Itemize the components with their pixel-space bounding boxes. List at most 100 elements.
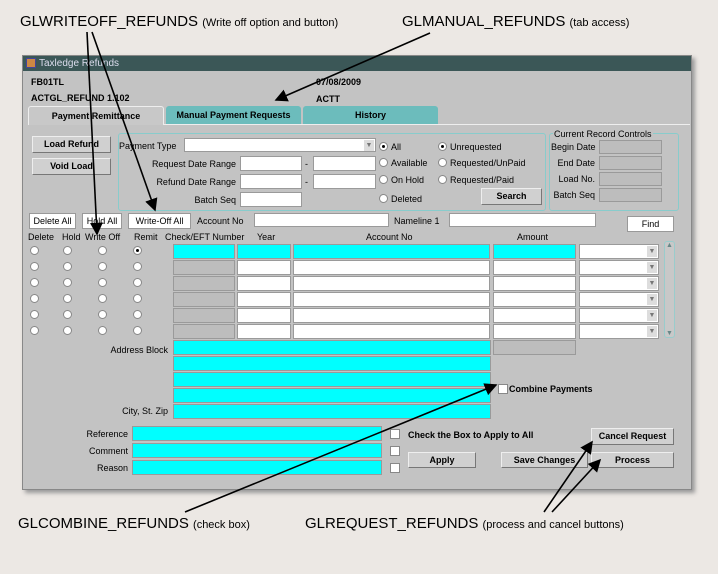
check-eft-cell[interactable] [173, 244, 235, 259]
write-off-radio[interactable] [98, 262, 107, 271]
nameline-input[interactable] [449, 213, 596, 227]
request-status-radio[interactable] [438, 142, 447, 151]
hold-radio[interactable] [63, 278, 72, 287]
range-dash: - [305, 177, 308, 187]
year-cell[interactable] [237, 276, 291, 291]
write-off-radio[interactable] [98, 246, 107, 255]
check-eft-cell[interactable] [173, 276, 235, 291]
tab-payment-remittance[interactable]: Payment Remittance [28, 106, 164, 125]
reference-input[interactable] [132, 426, 382, 441]
address-line-4[interactable] [173, 388, 491, 403]
check-eft-cell[interactable] [173, 308, 235, 323]
delete-all-button[interactable]: Delete All [29, 213, 76, 229]
batch-seq-input[interactable] [240, 192, 302, 207]
remit-radio[interactable] [133, 278, 142, 287]
row-type-select[interactable]: ▼ [579, 324, 659, 339]
combine-payments-checkbox[interactable] [498, 384, 508, 394]
apply-button[interactable]: Apply [408, 452, 476, 468]
grid-scrollbar[interactable]: ▲ ▼ [664, 241, 675, 338]
amount-cell[interactable] [493, 276, 576, 291]
request-status-radio[interactable] [438, 158, 447, 167]
address-line-2[interactable] [173, 356, 491, 371]
amount-cell[interactable] [493, 244, 576, 259]
delete-radio[interactable] [30, 326, 39, 335]
check-eft-cell[interactable] [173, 324, 235, 339]
scroll-up-icon[interactable]: ▲ [666, 242, 673, 249]
hold-radio[interactable] [63, 262, 72, 271]
status-radio[interactable] [379, 194, 388, 203]
year-cell[interactable] [237, 260, 291, 275]
refund-date-from-input[interactable] [240, 174, 302, 189]
amount-cell[interactable] [493, 292, 576, 307]
delete-radio[interactable] [30, 310, 39, 319]
remit-radio[interactable] [133, 310, 142, 319]
row-type-select[interactable]: ▼ [579, 292, 659, 307]
hold-radio[interactable] [63, 310, 72, 319]
process-button[interactable]: Process [591, 452, 674, 468]
delete-radio[interactable] [30, 262, 39, 271]
account-no-cell[interactable] [293, 260, 490, 275]
remit-radio[interactable] [133, 246, 142, 255]
write-off-radio[interactable] [98, 294, 107, 303]
comment-apply-checkbox[interactable] [390, 446, 400, 456]
account-no-cell[interactable] [293, 308, 490, 323]
remit-radio[interactable] [133, 294, 142, 303]
account-no-input[interactable] [254, 213, 389, 227]
reason-apply-checkbox[interactable] [390, 463, 400, 473]
year-cell[interactable] [237, 324, 291, 339]
delete-radio[interactable] [30, 294, 39, 303]
year-cell[interactable] [237, 244, 291, 259]
check-eft-cell[interactable] [173, 260, 235, 275]
address-line-1[interactable] [173, 340, 491, 355]
payment-type-select[interactable]: ▼ [184, 138, 376, 152]
tab-history[interactable]: History [303, 106, 438, 125]
city-input[interactable] [173, 404, 491, 419]
write-off-radio[interactable] [98, 278, 107, 287]
tab-manual-payment-requests[interactable]: Manual Payment Requests [166, 106, 301, 125]
remit-radio[interactable] [133, 262, 142, 271]
check-eft-cell[interactable] [173, 292, 235, 307]
find-button[interactable]: Find [627, 216, 674, 232]
save-changes-button[interactable]: Save Changes [501, 452, 588, 468]
account-no-cell[interactable] [293, 276, 490, 291]
row-type-select[interactable]: ▼ [579, 308, 659, 323]
request-date-from-input[interactable] [240, 156, 302, 171]
write-off-radio[interactable] [98, 310, 107, 319]
cancel-request-button[interactable]: Cancel Request [591, 428, 674, 445]
request-status-radio[interactable] [438, 175, 447, 184]
window-title: Taxledge Refunds [39, 58, 120, 69]
void-load-button[interactable]: Void Load [32, 158, 111, 175]
reference-apply-checkbox[interactable] [390, 429, 400, 439]
amount-cell[interactable] [493, 260, 576, 275]
write-off-radio[interactable] [98, 326, 107, 335]
load-refund-button[interactable]: Load Refund [32, 136, 111, 153]
status-radio[interactable] [379, 142, 388, 151]
account-no-cell[interactable] [293, 292, 490, 307]
account-no-cell[interactable] [293, 244, 490, 259]
row-type-select[interactable]: ▼ [579, 276, 659, 291]
amount-cell[interactable] [493, 308, 576, 323]
row-type-select[interactable]: ▼ [579, 260, 659, 275]
hold-radio[interactable] [63, 326, 72, 335]
search-button[interactable]: Search [481, 188, 542, 205]
address-line-3[interactable] [173, 372, 491, 387]
account-no-cell[interactable] [293, 324, 490, 339]
hold-radio[interactable] [63, 246, 72, 255]
hold-radio[interactable] [63, 294, 72, 303]
amount-cell[interactable] [493, 324, 576, 339]
delete-radio[interactable] [30, 246, 39, 255]
request-date-to-input[interactable] [313, 156, 376, 171]
status-radio[interactable] [379, 158, 388, 167]
year-cell[interactable] [237, 308, 291, 323]
delete-radio[interactable] [30, 278, 39, 287]
reason-input[interactable] [132, 460, 382, 475]
scroll-down-icon[interactable]: ▼ [666, 330, 673, 337]
year-cell[interactable] [237, 292, 291, 307]
write-off-all-button[interactable]: Write-Off All [128, 213, 191, 229]
status-radio[interactable] [379, 175, 388, 184]
remit-radio[interactable] [133, 326, 142, 335]
row-type-select[interactable]: ▼ [579, 244, 659, 259]
comment-input[interactable] [132, 443, 382, 458]
refund-date-to-input[interactable] [313, 174, 376, 189]
